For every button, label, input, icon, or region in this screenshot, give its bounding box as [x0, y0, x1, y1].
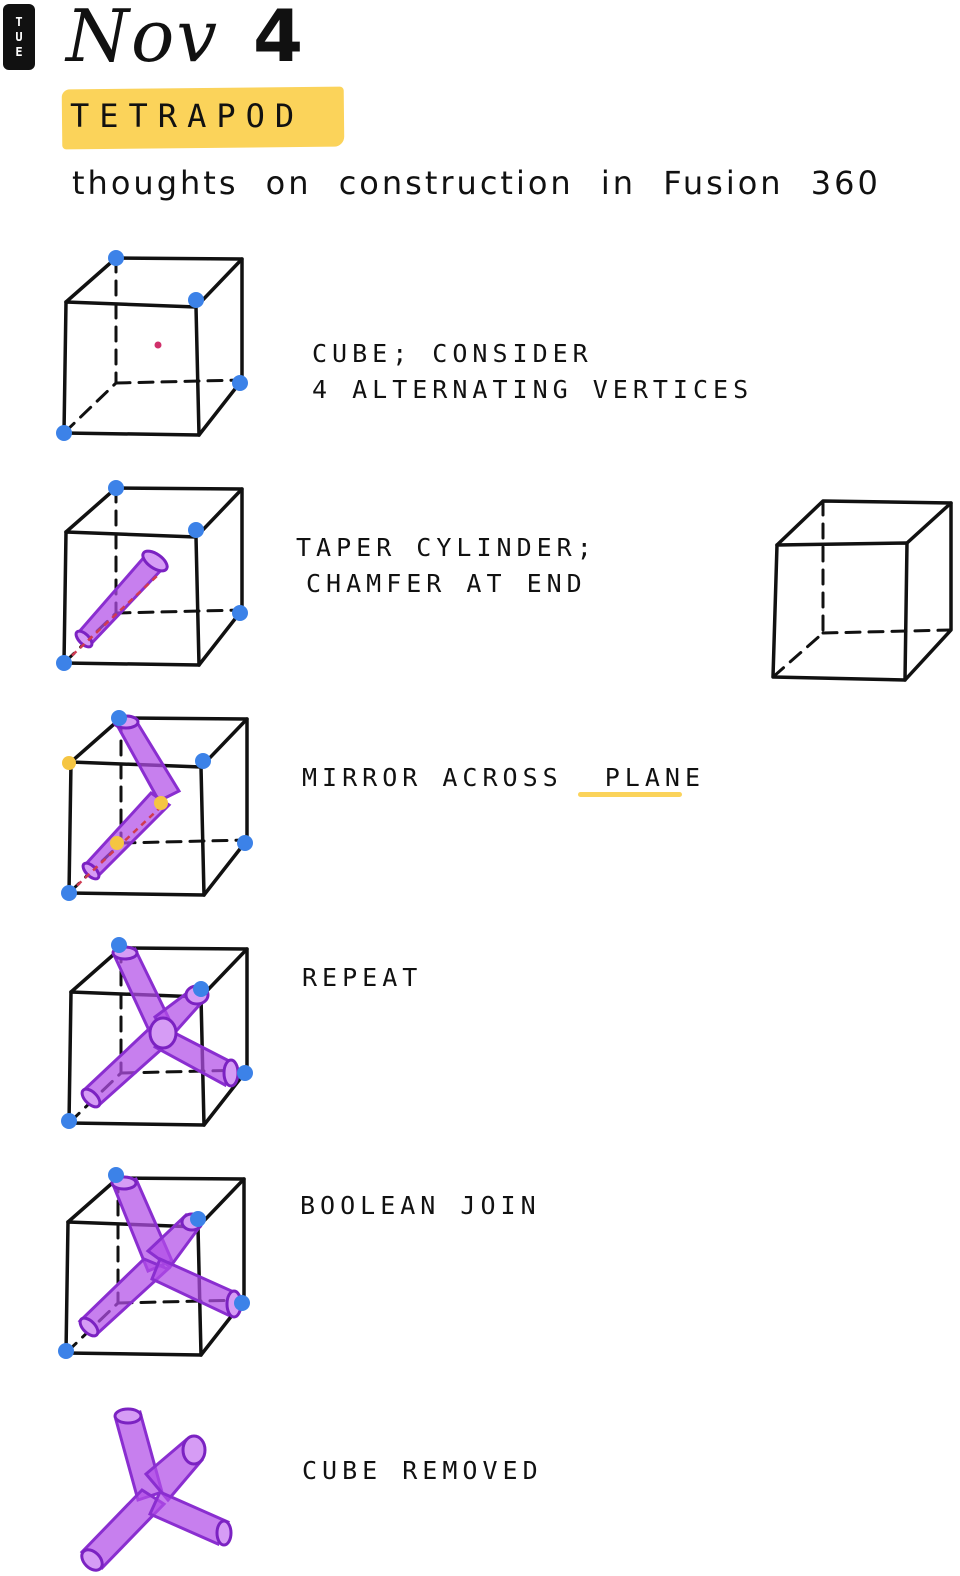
step-3-line1: MIRROR ACROSS [302, 763, 563, 792]
reference-cube-figure [771, 499, 953, 682]
step-2-text: TAPER CYLINDER; CHAMFER AT END [296, 530, 597, 602]
cube-figure [56, 250, 248, 441]
weekday-badge: T U E [3, 4, 35, 70]
page-subtitle: thoughts on construction in Fusion 360 [72, 164, 881, 202]
weekday-letter: T [15, 14, 23, 29]
step-5-text: BOOLEAN JOIN [300, 1188, 541, 1224]
date-month: Nov [66, 0, 220, 78]
weekday-letter: E [15, 44, 23, 59]
date-heading: Nov 4 [66, 0, 305, 78]
boolean-join-figure [58, 1167, 250, 1359]
step-3-emphasis: PLANE [604, 763, 705, 792]
page-title: TETRAPOD [70, 97, 305, 135]
weekday-letter: U [15, 29, 23, 44]
step-3-text: MIRROR ACROSS PLANE [302, 760, 705, 796]
step-1-line2: 4 ALTERNATING VERTICES [312, 375, 754, 404]
step-5-line1: BOOLEAN JOIN [300, 1191, 541, 1220]
repeat-figure [61, 937, 253, 1129]
step-6-line1: CUBE REMOVED [302, 1456, 543, 1485]
plane-underline [578, 792, 682, 797]
cube-cylinder-figure [56, 480, 248, 671]
step-1-line1: CUBE; CONSIDER [312, 339, 593, 368]
step-4-text: REPEAT [302, 960, 422, 996]
step-4-line1: REPEAT [302, 963, 423, 992]
date-day: 4 [253, 0, 306, 78]
tetrapod-figure [79, 1407, 233, 1572]
step-6-text: CUBE REMOVED [302, 1453, 543, 1489]
step-2-line2: CHAMFER AT END [306, 569, 587, 598]
step-1-text: CUBE; CONSIDER 4 ALTERNATING VERTICES [312, 336, 753, 408]
mirror-figure [61, 710, 253, 901]
step-2-line1: TAPER CYLINDER; [296, 533, 597, 562]
